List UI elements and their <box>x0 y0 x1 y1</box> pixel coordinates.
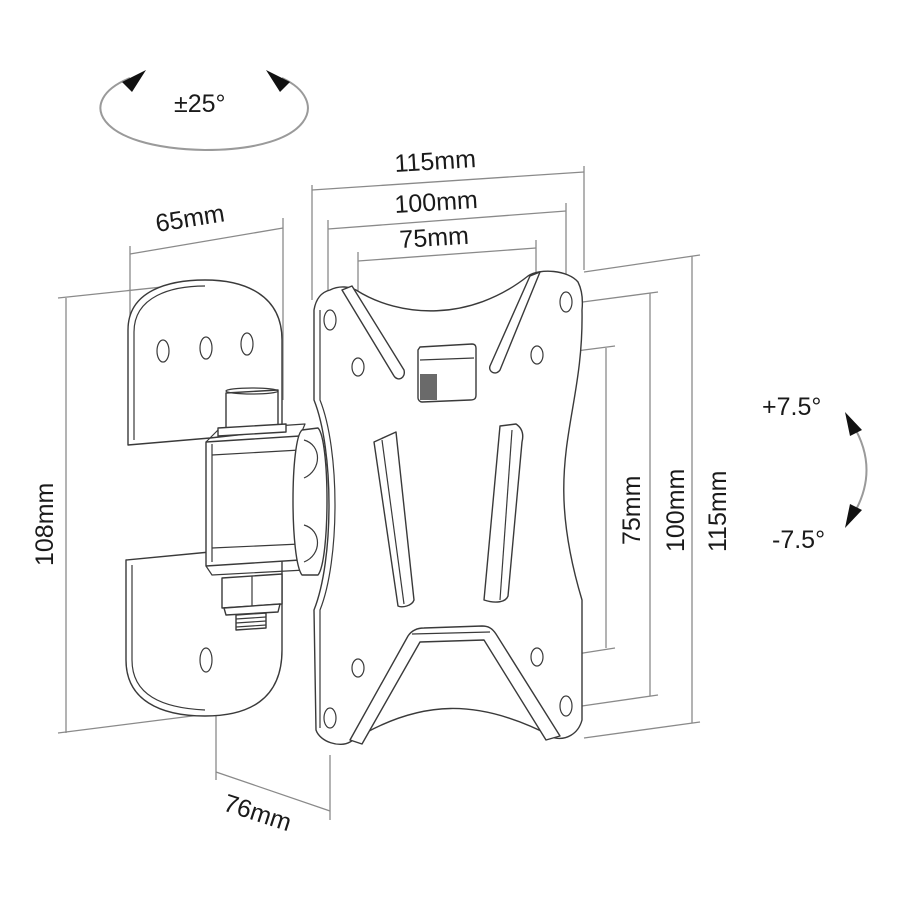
wall-hole-1 <box>156 339 170 363</box>
dim-75-width: 75mm <box>399 222 470 254</box>
dim-115-width: 115mm <box>394 145 477 178</box>
latch-grip <box>420 374 437 400</box>
right-slot <box>483 423 524 603</box>
wall-hole-3 <box>240 332 254 356</box>
tilt-down-label: -7.5° <box>772 526 825 554</box>
dim-108-height: 108mm <box>31 483 59 566</box>
vesa-hole-75-tl <box>351 357 365 377</box>
top-bolt-cap <box>225 389 279 429</box>
lower-rib <box>349 625 561 745</box>
swivel-arrow-right-icon <box>266 70 290 92</box>
upper-left-rib <box>341 285 406 380</box>
wall-plate <box>125 279 328 717</box>
dim-100-height: 100mm <box>662 469 690 552</box>
dim-115-height: 115mm <box>704 470 732 552</box>
vesa-plate <box>313 270 584 746</box>
plate-height-dimensions: 75mm 100mm 115mm <box>544 254 732 739</box>
wall-hole-2 <box>199 336 213 360</box>
dim-75-height: 75mm <box>618 476 646 545</box>
vesa-plate-outline <box>313 270 584 746</box>
upper-right-rib <box>488 271 541 374</box>
wall-plate-height-dimension: 108mm <box>31 282 201 734</box>
tilt-hinge <box>292 427 328 576</box>
wall-hole-4 <box>199 647 213 673</box>
tilt-arrow-up-icon <box>845 412 862 436</box>
vesa-hole-100-br <box>559 695 573 717</box>
vesa-hole-100-tr <box>559 291 573 313</box>
tilt-arrow-down-icon <box>845 504 862 528</box>
swivel-arrow-left-icon <box>122 70 146 92</box>
plate-width-dimensions: 115mm 100mm 75mm <box>311 145 585 358</box>
left-slot <box>373 431 415 608</box>
tilt-indicator: +7.5° -7.5° <box>762 393 868 554</box>
vesa-hole-100-bl <box>323 707 337 729</box>
tilt-up-label: +7.5° <box>762 393 821 421</box>
dim-100-width: 100mm <box>394 186 479 219</box>
vesa-hole-75-br <box>530 647 544 667</box>
swivel-indicator: ±25° <box>99 70 309 152</box>
swivel-label: ±25° <box>174 90 226 118</box>
dim-76-depth: 76mm <box>220 789 295 837</box>
vesa-hole-100-tl <box>323 309 337 331</box>
tilt-arc <box>852 424 868 516</box>
swivel-arc <box>99 77 309 152</box>
depth-dimension: 76mm <box>215 712 331 837</box>
vesa-hole-75-bl <box>351 658 365 678</box>
vesa-hole-75-tr <box>530 345 544 365</box>
wall-plate-lower-wing <box>125 547 283 717</box>
dim-65-width: 65mm <box>154 199 227 238</box>
